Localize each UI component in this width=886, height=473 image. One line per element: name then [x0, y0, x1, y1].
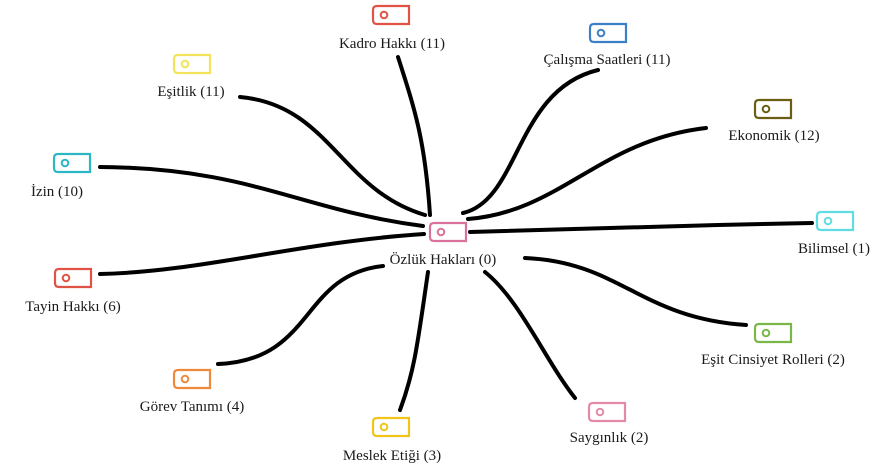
tag-icon: [53, 267, 93, 289]
node-label: Eşitlik (11): [157, 84, 224, 100]
node-ekonomik[interactable]: Ekonomik (12): [728, 98, 820, 144]
node-label: Kadro Hakkı (11): [339, 36, 445, 52]
edge-ekonomik: [466, 126, 708, 221]
tag-icon: [753, 98, 793, 120]
node-tayin-hakki[interactable]: Tayin Hakkı (6): [25, 267, 121, 315]
center-node-label: Özlük Hakları (0): [390, 251, 497, 268]
edge-gorev-tanimi: [216, 264, 385, 366]
tag-icon: [172, 53, 212, 75]
edges: [98, 55, 814, 412]
tag-icon: [371, 416, 411, 438]
tag-icon: [371, 4, 411, 26]
tag-icon: [52, 152, 92, 174]
node-label: Bilimsel (1): [798, 241, 870, 257]
node-meslek-etigi[interactable]: Meslek Etiği (3): [343, 416, 441, 464]
tag-icon: [753, 322, 793, 344]
node-label: İzin (10): [31, 184, 83, 200]
node-esitlik[interactable]: Eşitlik (11): [157, 53, 225, 100]
node-kadro-hakki[interactable]: Kadro Hakkı (11): [339, 4, 445, 52]
edge-izin: [98, 165, 425, 228]
node-label: Saygınlık (2): [570, 430, 649, 446]
node-label: Görev Tanımı (4): [140, 399, 244, 415]
node-izin[interactable]: İzin (10): [31, 152, 92, 200]
edge-meslek-etigi: [398, 270, 430, 412]
node-label: Eşit Cinsiyet Rolleri (2): [701, 352, 845, 368]
node-label: Meslek Etiği (3): [343, 448, 441, 464]
node-calisma-saatleri[interactable]: Çalışma Saatleri (11): [544, 22, 671, 68]
edge-esitlik: [238, 95, 427, 217]
node-esit-cinsiyet-rolleri[interactable]: Eşit Cinsiyet Rolleri (2): [701, 322, 845, 368]
node-saygınlik[interactable]: Saygınlık (2): [570, 401, 649, 446]
tag-icon: [587, 401, 627, 423]
node-label: Tayin Hakkı (6): [25, 299, 121, 315]
tag-icon: [815, 210, 855, 232]
edge-calisma-saatleri: [461, 68, 600, 215]
node-gorev-tanimi[interactable]: Görev Tanımı (4): [140, 368, 244, 415]
edge-esit-cinsiyet-rolleri: [523, 256, 748, 327]
tag-icon: [172, 368, 212, 390]
center-node[interactable]: Özlük Hakları (0): [390, 221, 497, 268]
edge-saygınlik: [483, 270, 577, 400]
tag-icon: [428, 221, 468, 243]
node-label: Ekonomik (12): [728, 128, 819, 144]
edge-tayin-hakki: [98, 232, 426, 276]
edge-kadro-hakki: [396, 55, 432, 217]
node-label: Çalışma Saatleri (11): [544, 52, 671, 68]
node-bilimsel[interactable]: Bilimsel (1): [798, 210, 870, 257]
tag-icon: [588, 22, 628, 44]
edge-bilimsel: [468, 221, 814, 234]
